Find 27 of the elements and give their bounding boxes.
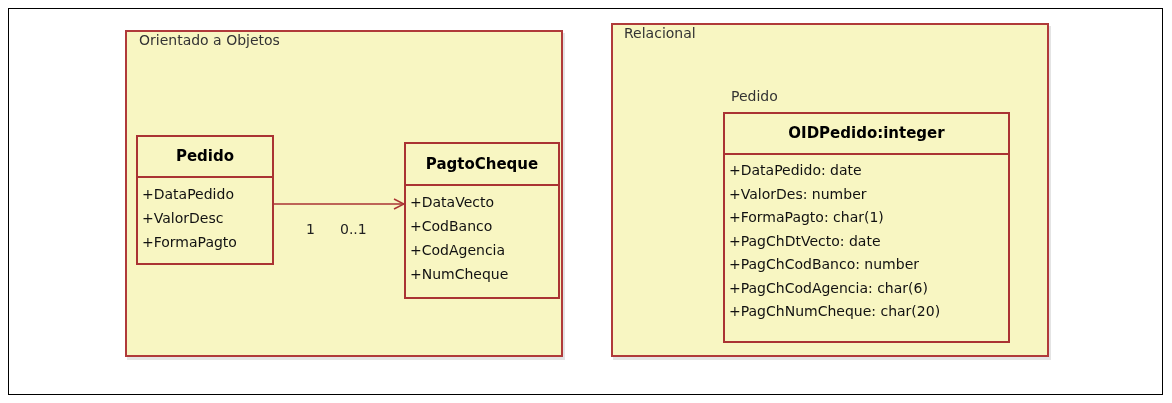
class-box xyxy=(404,142,560,299)
package-title: Orientado a Objetos xyxy=(139,32,280,48)
package-title: Relacional xyxy=(624,25,696,41)
class-box xyxy=(136,135,274,265)
attribute: +PagChNumCheque: char(20) xyxy=(728,302,942,321)
attribute: +PagChCodAgencia: char(6) xyxy=(728,278,929,298)
class-name: PagtoCheque xyxy=(406,144,558,186)
association-arrow xyxy=(273,198,405,210)
package-frame xyxy=(125,30,563,357)
attribute: +ValorDes: number xyxy=(728,184,868,204)
package-frame xyxy=(611,23,1049,357)
attribute: +CodBanco xyxy=(409,217,494,236)
attribute: +NumCheque xyxy=(409,265,510,284)
attribute: +PagChDtVecto: date xyxy=(728,231,882,251)
attribute: +FormaPagto: char(1) xyxy=(728,208,885,227)
attribute: +FormaPagto xyxy=(141,233,238,252)
attribute: +PagChCodBanco: number xyxy=(728,255,920,274)
table-name: Pedido xyxy=(731,88,778,104)
attribute: +ValorDesc xyxy=(141,209,225,228)
multiplicity-label: 1 xyxy=(306,221,315,237)
class-name: Pedido xyxy=(138,137,272,178)
attribute: +CodAgencia xyxy=(409,241,507,260)
attribute: +DataPedido xyxy=(141,185,235,204)
attribute: +DataVecto xyxy=(409,193,495,212)
class-name: OIDPedido:integer xyxy=(725,114,1008,155)
attribute: +DataPedido: date xyxy=(728,161,863,180)
multiplicity-label: 0..1 xyxy=(340,221,367,237)
